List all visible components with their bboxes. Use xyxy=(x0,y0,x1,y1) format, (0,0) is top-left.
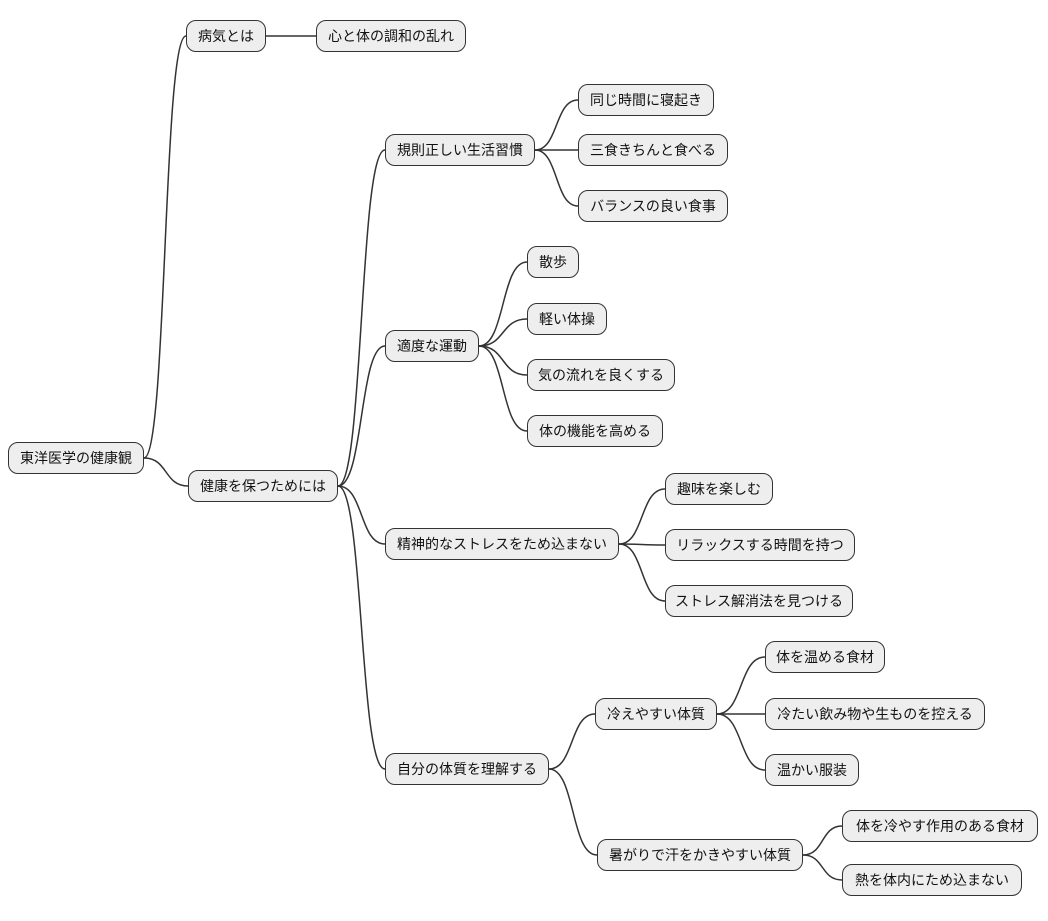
node-relax-time: リラックスする時間を持つ xyxy=(665,529,855,561)
edge xyxy=(337,485,386,770)
node-mind-body-disharmony: 心と体の調和の乱れ xyxy=(316,20,466,52)
edge xyxy=(143,457,189,487)
node-avoid-cold-drinks-raw-foods: 冷たい飲み物や生ものを控える xyxy=(765,698,985,730)
edge xyxy=(802,854,843,881)
edge xyxy=(534,149,579,207)
node-warming-foods: 体を温める食材 xyxy=(765,641,885,673)
node-light-gymnastics: 軽い体操 xyxy=(527,303,607,335)
node-regular-lifestyle: 規則正しい生活習慣 xyxy=(385,134,535,166)
edge xyxy=(478,345,528,376)
node-balanced-diet: バランスの良い食事 xyxy=(578,190,728,222)
node-cold-sensitive-constitution: 冷えやすい体質 xyxy=(595,698,717,730)
node-avoid-mental-stress: 精神的なストレスをため込まない xyxy=(385,528,619,560)
node-how-to-stay-healthy: 健康を保つためには xyxy=(188,470,338,502)
edge xyxy=(618,543,666,546)
node-enjoy-hobbies: 趣味を楽しむ xyxy=(665,473,773,505)
node-heat-sensitive-sweaty-constitution: 暑がりで汗をかきやすい体質 xyxy=(597,839,803,871)
node-cooling-foods: 体を冷やす作用のある食材 xyxy=(842,810,1038,842)
node-walking: 散歩 xyxy=(527,246,579,278)
edge xyxy=(143,35,187,459)
edge xyxy=(478,318,528,347)
edge xyxy=(618,488,666,545)
node-same-sleep-schedule: 同じ時間に寝起き xyxy=(578,84,714,116)
node-warm-clothing: 温かい服装 xyxy=(765,754,859,786)
node-find-stress-relief: ストレス解消法を見つける xyxy=(665,585,853,617)
node-avoid-heat-buildup: 熱を体内にため込まない xyxy=(842,864,1022,896)
edge xyxy=(337,485,386,545)
edge xyxy=(618,543,666,602)
edge xyxy=(716,713,766,771)
edge xyxy=(337,149,386,487)
edge xyxy=(802,825,843,856)
node-three-meals: 三食きちんと食べる xyxy=(578,134,728,166)
node-enhance-body-function: 体の機能を高める xyxy=(527,415,663,447)
edge xyxy=(534,99,579,151)
node-understand-constitution: 自分の体質を理解する xyxy=(385,753,549,785)
node-improve-qi-flow: 気の流れを良くする xyxy=(527,359,675,391)
edge xyxy=(548,713,596,770)
edge xyxy=(478,261,528,347)
edge xyxy=(478,345,528,432)
node-eastern-medicine-health-view: 東洋医学の健康観 xyxy=(8,442,144,474)
node-moderate-exercise: 適度な運動 xyxy=(385,330,479,362)
edge xyxy=(548,768,598,856)
edge xyxy=(337,345,386,487)
node-what-is-illness: 病気とは xyxy=(186,20,266,52)
edge xyxy=(716,656,766,715)
